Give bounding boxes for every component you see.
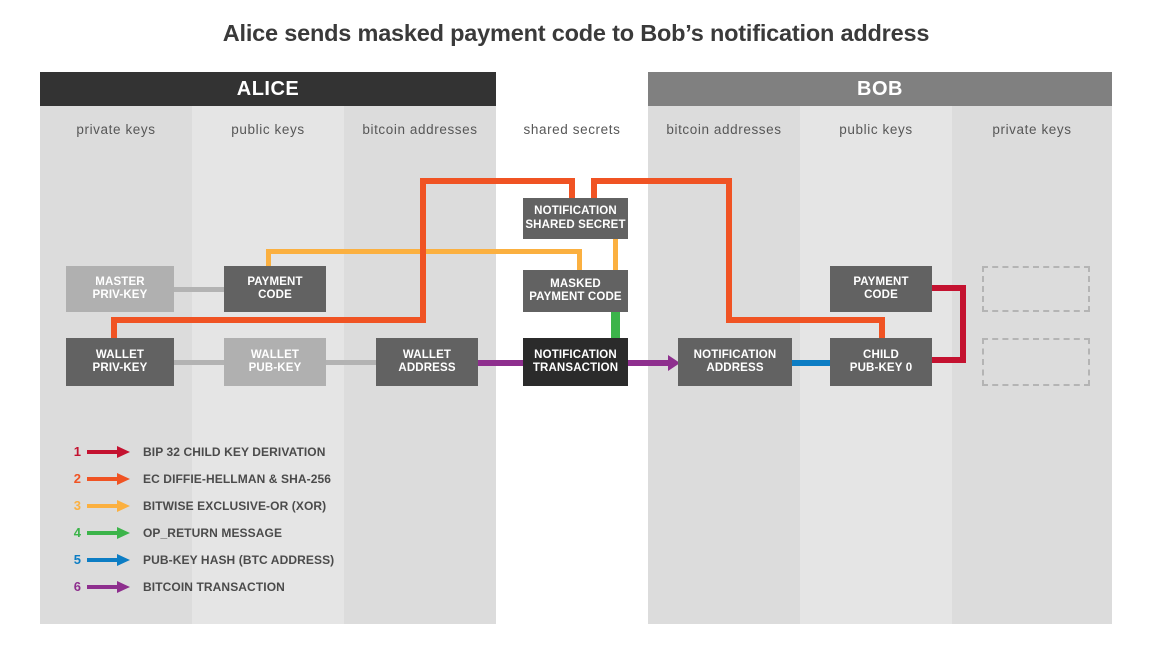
- node-wallet-address-line1: WALLET: [402, 348, 452, 361]
- ecdh-right-seg-into-child-pub-key: [879, 317, 885, 350]
- link-walletpriv-to-walletpub: [174, 360, 224, 365]
- legend-num-2: 2: [73, 471, 81, 486]
- party-header-bob-label: BOB: [857, 77, 903, 100]
- party-header-alice-label: ALICE: [236, 77, 300, 100]
- column-label-shared-secrets: shared secrets: [523, 121, 621, 137]
- link-master-to-payment-code: [174, 287, 224, 292]
- legend-num-1: 1: [73, 444, 81, 459]
- node-masked-payment-code-line2: PAYMENT CODE: [529, 291, 622, 303]
- node-payment-code-alice[interactable]: PAYMENT CODE: [224, 266, 326, 312]
- legend-label-6: BITCOIN TRANSACTION: [143, 579, 285, 594]
- node-wallet-priv-key-line2: PRIV-KEY: [92, 362, 148, 374]
- node-wallet-priv-key-line1: WALLET: [95, 348, 145, 361]
- ecdh-right-seg-vertical: [726, 178, 732, 323]
- node-payment-code-bob[interactable]: PAYMENT CODE: [830, 266, 932, 312]
- legend-label-3: BITWISE EXCLUSIVE-OR (XOR): [143, 498, 327, 513]
- bip32-seg-from-payment-code: [932, 285, 966, 291]
- node-master-priv-key-line2: PRIV-KEY: [92, 289, 148, 301]
- node-notification-shared-secret[interactable]: NOTIFICATION SHARED SECRET: [523, 198, 628, 239]
- node-masked-payment-code-line1: MASKED: [550, 277, 601, 290]
- node-payment-code-bob-line2: CODE: [864, 289, 898, 301]
- btctx-seg-wallet-address-to-notification-tx: [478, 360, 526, 366]
- ecdh-left-seg-down-to-secret: [569, 178, 575, 200]
- legend-arrow-ecdh-icon: [87, 472, 131, 485]
- node-notification-transaction-line2: TRANSACTION: [532, 362, 619, 374]
- column-band-bob-private-keys: [952, 72, 1112, 624]
- ecdh-left-seg-into-wallet-priv: [111, 317, 117, 350]
- column-label-alice-public-keys: public keys: [231, 121, 305, 137]
- node-child-pub-key-0-line2: PUB-KEY 0: [849, 362, 913, 374]
- legend: 1 BIP 32 CHILD KEY DERIVATION 2 EC DIFFI…: [65, 438, 334, 600]
- node-notification-shared-secret-line2: SHARED SECRET: [525, 218, 626, 231]
- legend-arrow-opreturn-icon: [87, 526, 131, 539]
- legend-num-3: 3: [73, 498, 81, 513]
- node-wallet-pub-key-line2: PUB-KEY: [248, 362, 302, 374]
- node-masked-payment-code[interactable]: MASKED PAYMENT CODE: [523, 270, 628, 312]
- legend-num-4: 4: [73, 525, 81, 540]
- legend-arrow-pubkeyhash-icon: [87, 553, 131, 566]
- legend-item-bitcoin-transaction: 6 BITCOIN TRANSACTION: [65, 573, 334, 600]
- legend-num-5: 5: [73, 552, 81, 567]
- node-wallet-pub-key-line1: WALLET: [250, 348, 300, 361]
- page-title: Alice sends masked payment code to Bob’s…: [222, 20, 930, 46]
- legend-label-2: EC DIFFIE-HELLMAN & SHA-256: [143, 471, 332, 486]
- column-label-alice-bitcoin-addresses: bitcoin addresses: [362, 121, 478, 137]
- node-bob-ghost-lower: [982, 338, 1090, 386]
- ecdh-right-seg-top-horizontal: [591, 178, 732, 184]
- node-notification-address-line2: ADDRESS: [706, 362, 764, 374]
- node-payment-code-bob-line1: PAYMENT: [853, 275, 909, 288]
- party-header-bob: BOB: [648, 72, 1112, 106]
- node-wallet-address-line2: ADDRESS: [398, 362, 456, 374]
- node-master-priv-key[interactable]: MASTER PRIV-KEY: [66, 266, 174, 312]
- xor-seg-down-to-masked-left: [577, 249, 582, 274]
- link-walletpub-to-walletaddress: [326, 360, 376, 365]
- column-label-bob-private-keys: private keys: [992, 121, 1072, 137]
- legend-num-6: 6: [73, 579, 81, 594]
- node-child-pub-key-0-line1: CHILD: [863, 348, 899, 361]
- node-notification-transaction[interactable]: NOTIFICATION TRANSACTION: [523, 338, 628, 386]
- legend-label-4: OP_RETURN MESSAGE: [143, 525, 283, 540]
- ecdh-right-seg-bottom-horizontal: [726, 317, 885, 323]
- node-notification-address[interactable]: NOTIFICATION ADDRESS: [678, 338, 792, 386]
- legend-item-xor: 3 BITWISE EXCLUSIVE-OR (XOR): [65, 492, 334, 519]
- column-label-alice-private-keys: private keys: [76, 121, 156, 137]
- ecdh-left-seg-bottom-horizontal: [111, 317, 426, 323]
- opreturn-seg-vertical: [611, 310, 620, 348]
- node-wallet-priv-key[interactable]: WALLET PRIV-KEY: [66, 338, 174, 386]
- diagram-canvas: ALICE BOB private keys public keys bitco…: [40, 72, 1112, 624]
- ecdh-left-seg-vertical: [420, 178, 426, 323]
- pubkeyhash-seg-horizontal: [792, 360, 844, 366]
- legend-arrow-bitcoin-transaction-icon: [87, 580, 131, 593]
- btctx-arrowhead-notification-address: [668, 355, 680, 371]
- bip32-seg-vertical: [960, 285, 966, 363]
- legend-arrow-xor-icon: [87, 499, 131, 512]
- node-child-pub-key-0[interactable]: CHILD PUB-KEY 0: [830, 338, 932, 386]
- legend-label-1: BIP 32 CHILD KEY DERIVATION: [143, 444, 326, 459]
- ecdh-left-seg-top-horizontal: [420, 178, 575, 184]
- column-label-bob-bitcoin-addresses: bitcoin addresses: [666, 121, 782, 137]
- node-payment-code-alice-line1: PAYMENT: [247, 275, 303, 288]
- legend-label-5: PUB-KEY HASH (BTC ADDRESS): [143, 552, 335, 567]
- node-payment-code-alice-line2: CODE: [258, 289, 292, 301]
- node-notification-shared-secret-line1: NOTIFICATION: [534, 205, 617, 217]
- legend-item-pubkeyhash: 5 PUB-KEY HASH (BTC ADDRESS): [65, 546, 334, 573]
- node-wallet-pub-key[interactable]: WALLET PUB-KEY: [224, 338, 326, 386]
- node-notification-transaction-line1: NOTIFICATION: [534, 348, 617, 361]
- legend-item-ecdh: 2 EC DIFFIE-HELLMAN & SHA-256: [65, 465, 334, 492]
- node-wallet-address[interactable]: WALLET ADDRESS: [376, 338, 478, 386]
- node-master-priv-key-line1: MASTER: [95, 275, 145, 288]
- node-bob-ghost-upper: [982, 266, 1090, 312]
- btctx-seg-notification-tx-to-address: [628, 360, 672, 366]
- xor-seg-up-from-payment-code: [266, 249, 271, 280]
- node-notification-address-line1: NOTIFICATION: [693, 348, 777, 361]
- xor-seg-secret-to-masked: [613, 239, 618, 274]
- ecdh-right-seg-down-to-secret: [591, 178, 597, 200]
- legend-arrow-bip32-icon: [87, 445, 131, 458]
- bip32-seg-into-child-pub-key: [928, 357, 966, 363]
- party-header-alice: ALICE: [40, 72, 496, 106]
- legend-item-opreturn: 4 OP_RETURN MESSAGE: [65, 519, 334, 546]
- column-label-bob-public-keys: public keys: [839, 121, 913, 137]
- legend-item-bip32: 1 BIP 32 CHILD KEY DERIVATION: [65, 438, 334, 465]
